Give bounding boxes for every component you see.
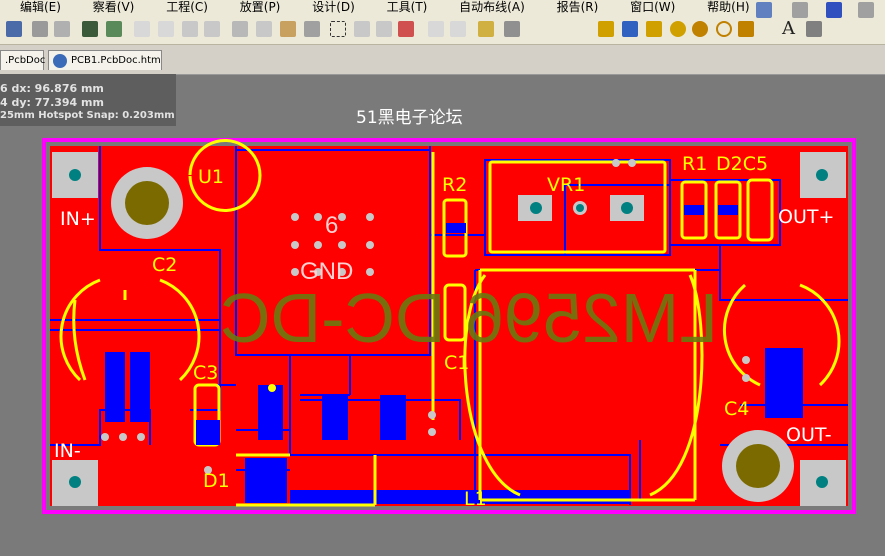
probe-icon[interactable] (478, 21, 494, 37)
measure-hud: 6 dx: 96.876 mm 4 dy: 77.394 mm 25mm Hot… (0, 74, 176, 126)
save-icon[interactable] (6, 21, 22, 37)
paste-icon[interactable] (280, 21, 296, 37)
hud-dx: 6 dx: 96.876 mm (0, 82, 104, 95)
grid-tools-icon[interactable] (858, 2, 874, 18)
label-mirrored-lm2596: LM2596 DC-DC (220, 279, 718, 357)
pin1-marker (268, 384, 276, 392)
label-pin-6: 6 (325, 212, 339, 239)
label-gnd: GND (300, 258, 354, 285)
menu-project[interactable]: 工程(C) (166, 0, 208, 14)
clear-icon[interactable] (398, 21, 414, 37)
tab-pcb1-html-label: PCB1.PcbDoc.htm (71, 55, 161, 66)
copy-icon[interactable] (256, 21, 272, 37)
toolbar: A (0, 2, 885, 45)
menu-window[interactable]: 窗口(W) (630, 0, 676, 14)
menu-tools[interactable]: 工具(T) (386, 0, 428, 14)
undo-icon[interactable] (428, 21, 444, 37)
html-doc-icon (53, 54, 67, 68)
label-d1: D1 (203, 470, 230, 492)
menu-autoroute[interactable]: 自动布线(A) (459, 0, 525, 14)
label-vr1: VR1 (547, 174, 586, 196)
menu-bar: 编辑(E) 察看(V) 工程(C) 放置(P) 设计(D) 工具(T) 自动布线… (0, 0, 885, 16)
print-preview-icon[interactable] (54, 21, 70, 37)
pad-out-minus (800, 460, 846, 506)
label-c3: C3 (193, 362, 219, 384)
cut-icon[interactable] (232, 21, 248, 37)
place-arc-icon[interactable] (716, 21, 732, 37)
document-tabs: .PcbDoc PCB1.PcbDoc.htm (0, 45, 885, 75)
menu-reports[interactable]: 报告(R) (556, 0, 599, 14)
label-u1: U1 (198, 166, 224, 188)
select-area-icon[interactable] (330, 21, 346, 37)
place-component-icon[interactable] (806, 21, 822, 37)
pad-out-plus (800, 152, 846, 198)
mounting-hole-top-left (111, 167, 183, 239)
pad-in-plus (52, 152, 98, 198)
deselect-icon[interactable] (376, 21, 392, 37)
redo-icon[interactable] (450, 21, 466, 37)
label-out-minus: OUT- (786, 424, 832, 446)
label-in-minus: IN- (54, 440, 81, 462)
multi-route-icon[interactable] (646, 21, 662, 37)
mounting-hole-bottom-right (722, 430, 794, 502)
place-string-icon[interactable]: A (782, 18, 795, 39)
label-c4: C4 (724, 398, 750, 420)
component-browse-icon[interactable] (504, 21, 520, 37)
tab-pcbdoc[interactable]: .PcbDoc (0, 50, 46, 70)
label-r2: R2 (442, 174, 468, 196)
label-r1: R1 (682, 153, 708, 175)
zoom-previous-icon[interactable] (204, 21, 220, 37)
print-icon[interactable] (32, 21, 48, 37)
fill-tools-icon[interactable] (826, 2, 842, 18)
zoom-fit-icon[interactable] (134, 21, 150, 37)
label-l1: L1 (464, 488, 487, 510)
menu-help[interactable]: 帮助(H) (707, 0, 750, 14)
hud-dy: 4 dy: 77.394 mm (0, 96, 104, 109)
zoom-selected-icon[interactable] (182, 21, 198, 37)
menu-view[interactable]: 察看(V) (92, 0, 135, 14)
label-out-plus: OUT+ (778, 206, 835, 228)
label-d2c5: D2C5 (716, 153, 769, 175)
menu-edit[interactable]: 编辑(E) (20, 0, 61, 14)
board-view-icon[interactable] (106, 21, 122, 37)
trace-strip (290, 490, 630, 504)
label-c2: C2 (152, 254, 178, 276)
layer-stack-icon[interactable] (82, 21, 98, 37)
watermark: 51黑电子论坛 (356, 108, 463, 128)
tab-pcb1-html[interactable]: PCB1.PcbDoc.htm (48, 50, 162, 70)
label-c1: C1 (444, 352, 470, 374)
diff-pair-route-icon[interactable] (622, 21, 638, 37)
zoom-area-icon[interactable] (158, 21, 174, 37)
align-tools-icon[interactable] (756, 2, 772, 18)
distribute-tools-icon[interactable] (792, 2, 808, 18)
place-via-icon[interactable] (692, 21, 708, 37)
menu-design[interactable]: 设计(D) (312, 0, 355, 14)
tab-pcbdoc-label: .PcbDoc (5, 55, 46, 66)
place-fill-icon[interactable] (738, 21, 754, 37)
hud-snap: 25mm Hotspot Snap: 0.203mm (0, 110, 175, 121)
pad-in-minus (52, 460, 98, 506)
move-icon[interactable] (354, 21, 370, 37)
interactive-route-icon[interactable] (598, 21, 614, 37)
menu-place[interactable]: 放置(P) (239, 0, 281, 14)
label-in-plus: IN+ (60, 208, 96, 230)
rubber-stamp-icon[interactable] (304, 21, 320, 37)
place-pad-icon[interactable] (670, 21, 686, 37)
